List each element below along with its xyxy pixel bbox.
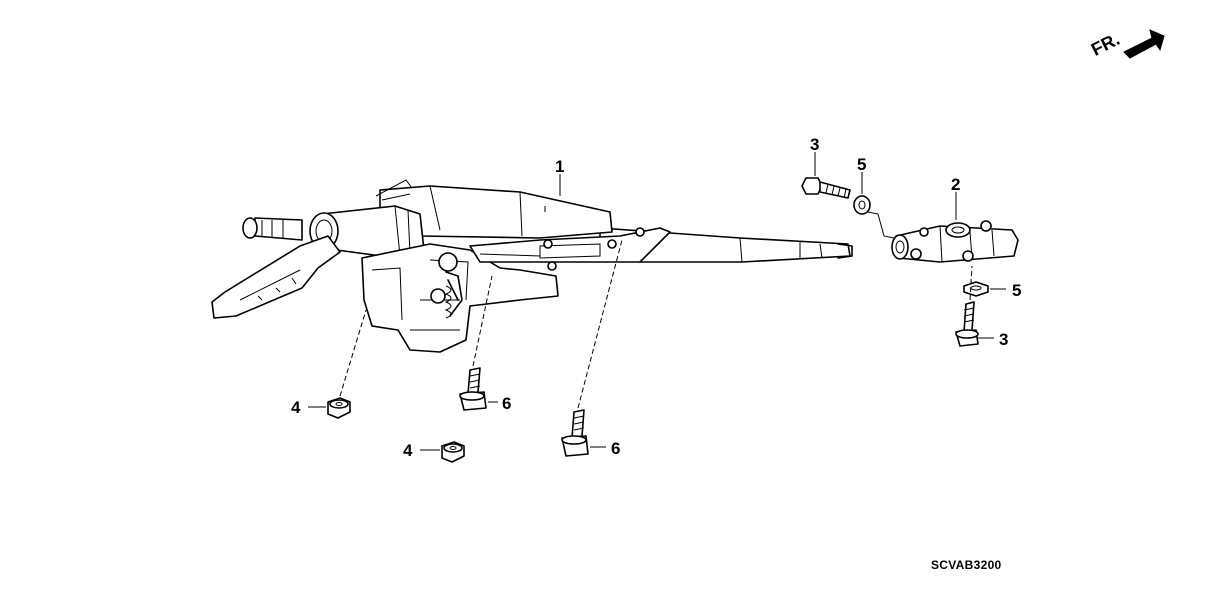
universal-joint <box>891 220 1019 263</box>
bolt-right <box>955 301 979 347</box>
front-arrow-icon <box>1123 29 1165 59</box>
callout-5-right: 5 <box>1012 281 1022 300</box>
callout-1: 1 <box>555 157 565 176</box>
callout-6-lower: 6 <box>611 439 621 458</box>
callout-3-top: 3 <box>810 135 820 154</box>
washer-top <box>853 195 871 215</box>
nut-upper <box>327 397 351 419</box>
nut-lower <box>441 441 465 463</box>
bolt-6-lower <box>561 409 589 457</box>
diagram-code: SCVAB3200 <box>931 558 1002 572</box>
leader-lines <box>308 152 1006 451</box>
washer-right <box>963 281 989 297</box>
callout-4-upper: 4 <box>291 398 301 417</box>
callout-4-lower: 4 <box>403 441 413 460</box>
bolt-top <box>801 177 851 199</box>
callout-3-right: 3 <box>999 330 1009 349</box>
callout-2: 2 <box>951 175 961 194</box>
callout-6-upper: 6 <box>502 394 512 413</box>
bolt-6-upper <box>459 367 487 411</box>
steering-column-assembly <box>211 179 853 353</box>
callout-5-top: 5 <box>857 155 867 174</box>
